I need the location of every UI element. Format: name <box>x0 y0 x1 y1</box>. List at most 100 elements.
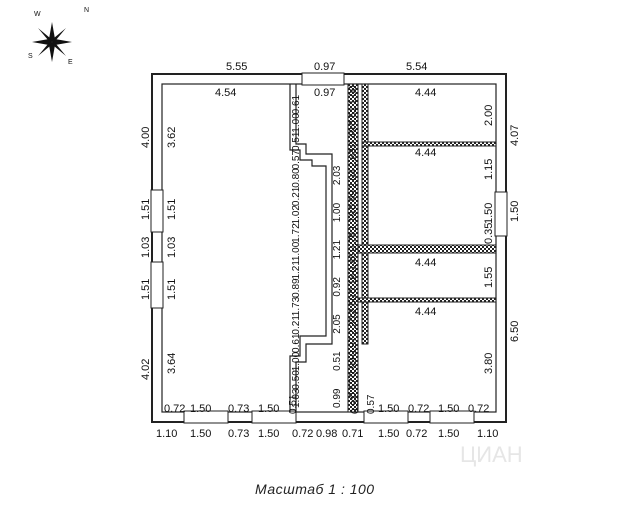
dim-bottom-outer-10: 1.50 <box>438 428 459 440</box>
dim-corridor-right-14: 0.99 <box>348 357 359 377</box>
corridor-left-partition-inner <box>295 84 333 412</box>
dim-bottom-outer-6: 0.98 <box>316 428 337 440</box>
dim-bottom-inner-3: 0.73 <box>228 403 249 415</box>
dim-corridor-left-4: 0.57 <box>291 150 302 170</box>
dim-right-inner-3: 1.50 <box>483 203 495 224</box>
dim-corridor-left-6: 0.21 <box>291 186 302 206</box>
dim-bottom-outer-11: 1.10 <box>477 428 498 440</box>
dim-left-inner-1: 3.62 <box>166 127 178 148</box>
dim-right-inner-4: 0.35 <box>483 223 495 244</box>
dim-left-inner-4: 1.51 <box>166 279 178 300</box>
dim-outer-top-3: 5.54 <box>406 61 427 73</box>
dim-bottom-inner-5: 0.51 <box>288 394 299 414</box>
dim-corridor-left-10: 1.21 <box>291 260 302 280</box>
dim-corridor-right-10: 0.16 <box>348 273 359 293</box>
dim-corridor-right-11: 2.50 <box>348 294 359 314</box>
dim-outer-top-1: 5.55 <box>226 61 247 73</box>
watermark: ЦИАН <box>460 442 523 467</box>
dim-room-width-3: 4.44 <box>415 306 436 318</box>
window-right <box>494 191 508 237</box>
window-left-1 <box>150 189 164 233</box>
dim-corridor-left-11: 0.89 <box>291 278 302 298</box>
dim-bottom-inner-1: 0.72 <box>164 403 185 415</box>
dim-bottom-outer-8: 1.50 <box>378 428 399 440</box>
dim-bottom-inner-9: 0.72 <box>408 403 429 415</box>
dim-corridor-right-4: 2.63 <box>348 148 359 168</box>
dim-corridor-left-14: 0.61 <box>291 333 302 353</box>
compass-n: N <box>84 7 89 14</box>
dim-right-inner-5: 1.55 <box>483 267 495 288</box>
compass-w: W <box>34 11 41 18</box>
dim-corridor-right-3: 0.49 <box>348 127 359 147</box>
dim-corridor-right-9: 0.46 <box>348 252 359 272</box>
dim-corridor-right-6: 0.99 <box>348 190 359 210</box>
dim-corridor-left-13: 0.21 <box>291 315 302 335</box>
corridor-right-wall-inner <box>361 83 369 345</box>
room-divider-1 <box>361 141 497 147</box>
dim-corridor-left-17: 1.03 <box>291 388 302 408</box>
dim-bottom-outer-4: 1.50 <box>258 428 279 440</box>
dim-bottom-outer-2: 1.50 <box>190 428 211 440</box>
window-top <box>301 72 345 86</box>
corridor-left-partition <box>289 84 327 412</box>
dim-corridor-right-2: 0.51 <box>348 106 359 126</box>
dim-bottom-inner-7: 0.57 <box>366 394 377 414</box>
dim-inner-top-1: 4.54 <box>215 87 236 99</box>
dim-corridor-mid-4: 0.92 <box>332 277 343 297</box>
dim-left-outer-5: 4.02 <box>140 359 152 380</box>
dim-corridor-right-13: 0.97 <box>348 336 359 356</box>
compass-icon: N S E W <box>28 7 89 66</box>
dim-corridor-left-16: 0.50 <box>291 370 302 390</box>
dim-outer-top-2: 0.97 <box>314 61 335 73</box>
dim-right-inner-6: 3.80 <box>483 353 495 374</box>
dim-bottom-inner-4: 1.50 <box>258 403 279 415</box>
room-divider-2 <box>357 244 497 254</box>
dim-bottom-outer-1: 1.10 <box>156 428 177 440</box>
window-bottom-1 <box>183 410 229 424</box>
dim-bottom-inner-6: 0.51 <box>350 394 361 414</box>
corridor-right-dims: 1.000.510.492.632.040.991.190.790.460.16… <box>348 85 359 398</box>
dim-corridor-left-7: 1.02 <box>291 205 302 225</box>
dim-corridor-left-2: 1.00 <box>291 113 302 133</box>
dim-bottom-outer-9: 0.72 <box>406 428 427 440</box>
compass-e: E <box>68 59 73 66</box>
dim-left-inner-3: 1.03 <box>166 237 178 258</box>
dim-left-inner-2: 1.51 <box>166 199 178 220</box>
dim-right-inner-1: 2.00 <box>483 105 495 126</box>
corridor-left-dims: 0.611.000.510.570.800.211.021.721.001.21… <box>291 94 302 408</box>
corridor-mid-dims: 2.03 1.00 1.21 0.92 2.05 0.51 0.99 <box>332 165 343 408</box>
dim-room-width-1: 4.44 <box>415 147 436 159</box>
dim-right-outer-3: 6.50 <box>509 321 521 342</box>
dim-corridor-mid-6: 0.51 <box>332 351 343 371</box>
dim-bottom-outer-7: 0.71 <box>342 428 363 440</box>
dim-bottom-inner-11: 0.72 <box>468 403 489 415</box>
dim-corridor-mid-7: 0.99 <box>332 388 343 408</box>
dim-corridor-left-1: 0.61 <box>291 94 302 114</box>
dim-corridor-mid-5: 2.05 <box>332 314 343 334</box>
dim-corridor-right-5: 2.04 <box>348 169 359 189</box>
dim-corridor-mid-3: 1.21 <box>332 240 343 260</box>
dim-corridor-right-15: 0.57 <box>348 378 359 398</box>
window-bottom-2 <box>251 410 297 424</box>
dim-left-outer-3: 1.03 <box>140 237 152 258</box>
window-bottom-4 <box>429 410 475 424</box>
dim-bottom-outer-5: 0.72 <box>292 428 313 440</box>
dim-corridor-left-15: 1.00 <box>291 351 302 371</box>
dim-corridor-left-9: 1.00 <box>291 241 302 261</box>
dim-corridor-left-5: 0.80 <box>291 168 302 188</box>
dim-bottom-inner-8: 1.50 <box>378 403 399 415</box>
dim-right-inner-2: 1.15 <box>483 159 495 180</box>
dim-bottom-inner-2: 1.50 <box>190 403 211 415</box>
dim-corridor-left-12: 1.73 <box>291 296 302 316</box>
compass-s: S <box>28 53 33 60</box>
dim-left-outer-2: 1.51 <box>140 199 152 220</box>
dim-corridor-right-8: 0.79 <box>348 232 359 252</box>
dim-corridor-left-8: 1.72 <box>291 223 302 243</box>
dim-corridor-right-7: 1.19 <box>348 211 359 231</box>
dim-corridor-mid-1: 2.03 <box>332 165 343 185</box>
room-divider-3 <box>357 297 497 303</box>
dim-corridor-mid-2: 1.00 <box>332 202 343 222</box>
dim-left-inner-5: 3.64 <box>166 353 178 374</box>
scale-label: Масштаб 1 : 100 <box>255 481 375 497</box>
